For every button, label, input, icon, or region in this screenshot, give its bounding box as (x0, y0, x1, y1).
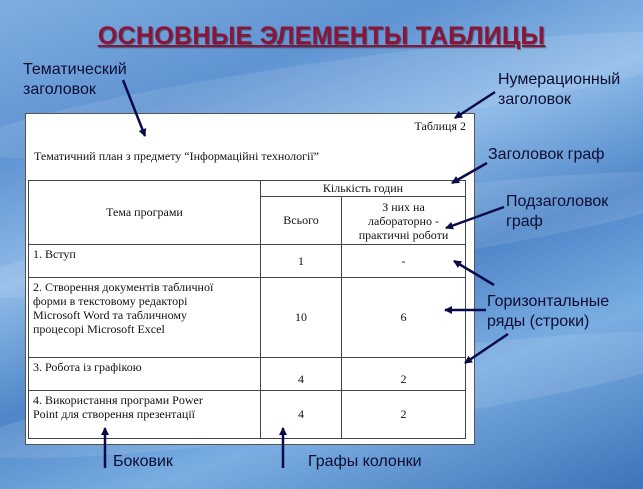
row-topic-line: 2. Створення документів табличної (33, 280, 214, 294)
label-line: Нумерационный (498, 71, 621, 88)
document-sheet: Таблиця 2 Тематичний план з предмету “Ін… (25, 113, 475, 445)
row-topic: 2. Створення документів табличної форми … (28, 277, 261, 358)
slide-title: ОСНОВНЫЕ ЭЛЕМЕНТЫ ТАБЛИЦЫ (97, 22, 546, 50)
row-total: 4 (260, 390, 342, 439)
row-topic-line: процесорі Microsoft Excel (33, 322, 165, 336)
table-subheader-row: Всього З них на лабораторно - практичні … (29, 196, 466, 245)
table-row: 2. Створення документів табличної форми … (28, 277, 466, 358)
plan-table: Тема програми Кількість годин Всього З н… (28, 180, 466, 439)
row-lab: - (341, 244, 466, 278)
label-line: Горизонтальные (487, 293, 610, 310)
subheader-lab-line: З них на (382, 199, 425, 214)
label-line: Подзаголовок (506, 193, 609, 210)
row-lab: 2 (341, 357, 466, 391)
table-row: 3. Робота із графікою 4 2 (28, 357, 466, 391)
table-header-row: Тема програми Кількість годин (28, 180, 466, 245)
subheader-lab: З них на лабораторно - практичні роботи (341, 196, 466, 245)
arrow-row-1 (453, 259, 495, 287)
subheader-lab-line: лабораторно - (368, 213, 439, 228)
thematic-plan-title: Тематичний план з предмету “Інформаційні… (34, 149, 319, 163)
row-topic: 3. Робота із графікою (28, 357, 261, 391)
label-line: заголовок (498, 91, 571, 108)
row-topic-line: 1. Вступ (33, 247, 76, 261)
subheader-lab-line: практичні роботи (358, 227, 449, 242)
row-lab: 6 (341, 277, 466, 358)
label-columns: Графы колонки (308, 453, 422, 470)
table-row: 4. Використання програми Power Point для… (28, 390, 466, 439)
row-topic-line: Microsoft Word та табличному (33, 308, 187, 322)
table-number-caption: Таблиця 2 (414, 119, 466, 133)
label-sub-header: Подзаголовок граф (506, 192, 608, 232)
row-topic-line: Point для створення презентації (33, 407, 195, 421)
arrow-columns-header (451, 161, 488, 185)
arrow-numbering-header (454, 90, 496, 120)
label-stub: Боковик (113, 453, 173, 470)
row-topic: 4. Використання програми Power Point для… (28, 390, 261, 439)
arrow-thematic-header (121, 79, 147, 137)
arrow-row-3 (464, 332, 509, 365)
row-topic-line: 3. Робота із графікою (33, 360, 142, 374)
label-line: заголовок (23, 81, 96, 98)
row-topic-line: форми в текстовому редакторі (33, 294, 188, 308)
arrow-sub-header (445, 205, 505, 230)
table-row: 1. Вступ 1 - (28, 244, 466, 278)
label-line: Тематический (23, 61, 127, 78)
header-topic: Тема програми (28, 180, 261, 245)
label-columns-header: Заголовок граф (488, 146, 605, 163)
row-topic-line: 4. Використання програми Power (33, 393, 203, 407)
row-total: 4 (260, 357, 342, 391)
label-line: граф (506, 213, 543, 230)
row-total: 10 (260, 277, 342, 358)
subheader-total: Всього (260, 196, 342, 245)
row-topic: 1. Вступ (28, 244, 261, 278)
label-rows: Горизонтальные ряды (строки) (487, 292, 609, 332)
label-numbering-header: Нумерационный заголовок (498, 70, 620, 110)
label-line: ряды (строки) (487, 313, 590, 330)
label-thematic-header: Тематический заголовок (23, 60, 127, 100)
row-lab: 2 (341, 390, 466, 439)
header-hours: Кількість годин (260, 180, 466, 197)
